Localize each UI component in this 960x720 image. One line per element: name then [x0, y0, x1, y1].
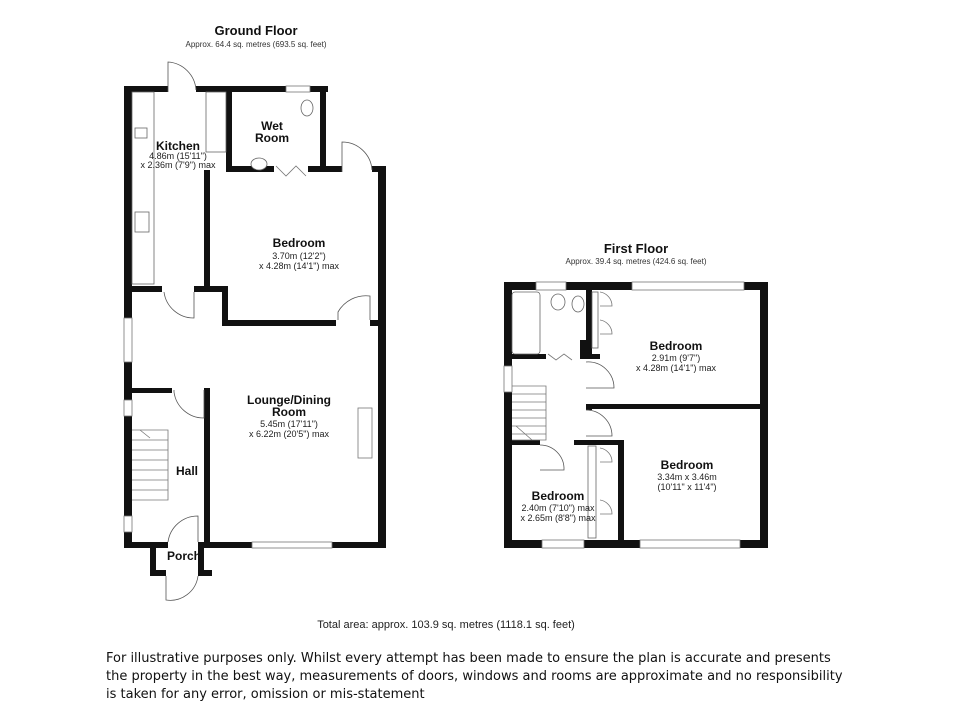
first-floor-title: First Floor	[604, 241, 668, 256]
ff-bedroom-3-label: Bedroom	[532, 489, 585, 503]
disclaimer: For illustrative purposes only. Whilst e…	[106, 651, 843, 702]
ff-bedroom-1-dim-2: x 4.28m (14'1") max	[636, 363, 716, 373]
first-floor-labels: Bedroom 2.91m (9'7") x 4.28m (14'1") max…	[521, 339, 717, 523]
ff-bedroom-3-dim-1: 2.40m (7'10") max	[522, 503, 595, 513]
hall-label: Hall	[176, 464, 198, 478]
ground-stairs	[132, 429, 169, 501]
ff-bedroom-1-dim-1: 2.91m (9'7")	[652, 353, 700, 363]
first-floor-doors	[539, 291, 615, 515]
ff-bedroom-2-dim-2: (10'11" x 11'4")	[657, 482, 716, 492]
ground-floor-fixtures	[131, 91, 314, 501]
hob-icon	[134, 211, 150, 233]
wet-room-label-1: Wet	[261, 119, 283, 133]
lounge-label-2: Room	[272, 405, 306, 419]
lounge-dim-1: 5.45m (17'11")	[260, 419, 318, 429]
gf-bedroom-dim-1: 3.70m (12'2")	[272, 251, 325, 261]
first-floor-area: Approx. 39.4 sq. metres (424.6 sq. feet)	[566, 257, 707, 266]
kitchen-label: Kitchen	[156, 139, 200, 153]
ground-floor-labels: Kitchen 4.86m (15'11") x 2.36m (7'9") ma…	[141, 119, 340, 563]
ground-floor-area: Approx. 64.4 sq. metres (693.5 sq. feet)	[186, 40, 327, 49]
first-floor-fixtures	[511, 291, 599, 539]
first-floor-windows	[503, 281, 745, 549]
sink-icon	[134, 127, 148, 139]
gf-bedroom-dim-2: x 4.28m (14'1") max	[259, 261, 339, 271]
total-area: Total area: approx. 103.9 sq. metres (11…	[317, 619, 575, 631]
lounge-label-1: Lounge/Dining	[247, 393, 331, 407]
lounge-dim-2: x 6.22m (20'5") max	[249, 429, 329, 439]
porch-label: Porch	[167, 549, 201, 563]
ground-floor-title: Ground Floor	[214, 23, 297, 38]
ff-bedroom-3-dim-2: x 2.65m (8'8") max	[521, 513, 596, 523]
toilet-icon	[300, 99, 314, 117]
kitchen-dim-1: 4.86m (15'11")	[149, 151, 207, 161]
wet-room-label-2: Room	[255, 131, 289, 145]
ground-floor-plan: Ground Floor Approx. 64.4 sq. metres (69…	[123, 23, 386, 601]
ff-basin-icon	[550, 293, 566, 311]
kitchen-worktop	[131, 91, 155, 285]
basin-icon	[250, 157, 268, 171]
gf-bedroom-label: Bedroom	[273, 236, 326, 250]
ground-floor-doors	[163, 61, 373, 601]
bath-icon	[511, 291, 541, 355]
ff-bedroom-2-label: Bedroom	[661, 458, 714, 472]
ground-floor-windows	[123, 85, 373, 549]
ff-toilet-icon	[571, 295, 585, 313]
ff-bedroom-2-dim-1: 3.34m x 3.46m	[657, 472, 717, 482]
kitchen-dim-2: x 2.36m (7'9") max	[141, 160, 216, 170]
ff-bedroom-1-label: Bedroom	[650, 339, 703, 353]
first-floor-plan: First Floor Approx. 39.4 sq. metres (424…	[503, 241, 768, 549]
ff-stairs	[512, 385, 547, 441]
ground-floor-walls	[124, 86, 386, 576]
